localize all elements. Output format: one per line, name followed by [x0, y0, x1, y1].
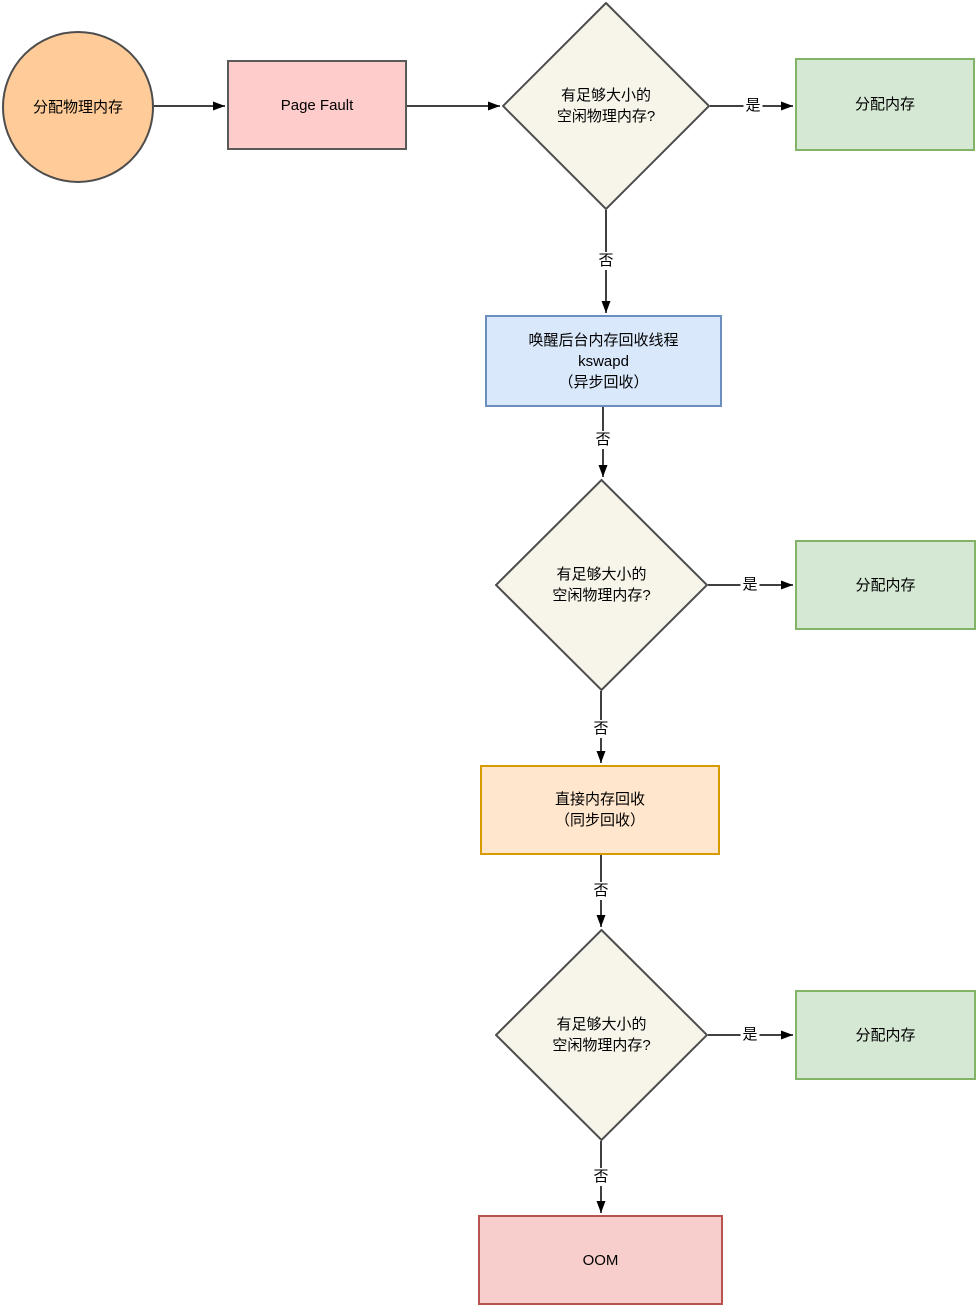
node-oom: OOM — [478, 1215, 723, 1305]
node-allocate-1-label: 分配内存 — [854, 96, 915, 113]
node-direct-reclaim-label: 直接内存回收 （同步回收） — [554, 791, 645, 829]
edge-label-direct-no: 否 — [591, 882, 611, 900]
edge-label-kswapd-no: 否 — [593, 431, 613, 449]
node-decision-3-label: 有足够大小的 空闲物理内存? — [552, 1016, 651, 1054]
node-page-fault-label: Page Fault — [280, 96, 354, 114]
diamond-shape — [495, 479, 708, 691]
node-allocate-3-label: 分配内存 — [855, 1026, 916, 1044]
node-page-fault: Page Fault — [227, 60, 407, 150]
node-decision-3: 有足够大小的 空闲物理内存? — [495, 929, 708, 1141]
node-kswapd-label: 唤醒后台内存回收线程 kswapd （异步回收） — [528, 331, 679, 391]
node-decision-1-label: 有足够大小的 空闲物理内存? — [556, 87, 656, 125]
diamond-shape — [502, 2, 710, 210]
edge-label-decision2-yes: 是 — [740, 576, 760, 594]
node-decision-2: 有足够大小的 空闲物理内存? — [495, 479, 708, 691]
node-decision-2-label: 有足够大小的 空闲物理内存? — [552, 566, 651, 604]
node-start-label: 分配物理内存 — [32, 98, 123, 116]
edge-label-decision1-no: 否 — [596, 252, 616, 270]
node-oom-label: OOM — [582, 1251, 619, 1269]
node-allocate-2: 分配内存 — [795, 540, 976, 630]
edge-label-decision3-yes: 是 — [740, 1026, 760, 1044]
node-start: 分配物理内存 — [2, 31, 154, 183]
node-allocate-3: 分配内存 — [795, 990, 976, 1080]
edge-label-decision1-yes: 是 — [743, 97, 763, 115]
node-direct-reclaim: 直接内存回收 （同步回收） — [480, 765, 720, 855]
edge-label-decision3-no: 否 — [591, 1168, 611, 1186]
edge-label-decision2-no: 否 — [591, 720, 611, 738]
node-kswapd: 唤醒后台内存回收线程 kswapd （异步回收） — [485, 315, 722, 407]
node-decision-1: 有足够大小的 空闲物理内存? — [502, 2, 710, 210]
node-allocate-1: 分配内存 — [795, 58, 975, 151]
node-allocate-2-label: 分配内存 — [855, 576, 916, 594]
diamond-shape — [495, 929, 708, 1141]
